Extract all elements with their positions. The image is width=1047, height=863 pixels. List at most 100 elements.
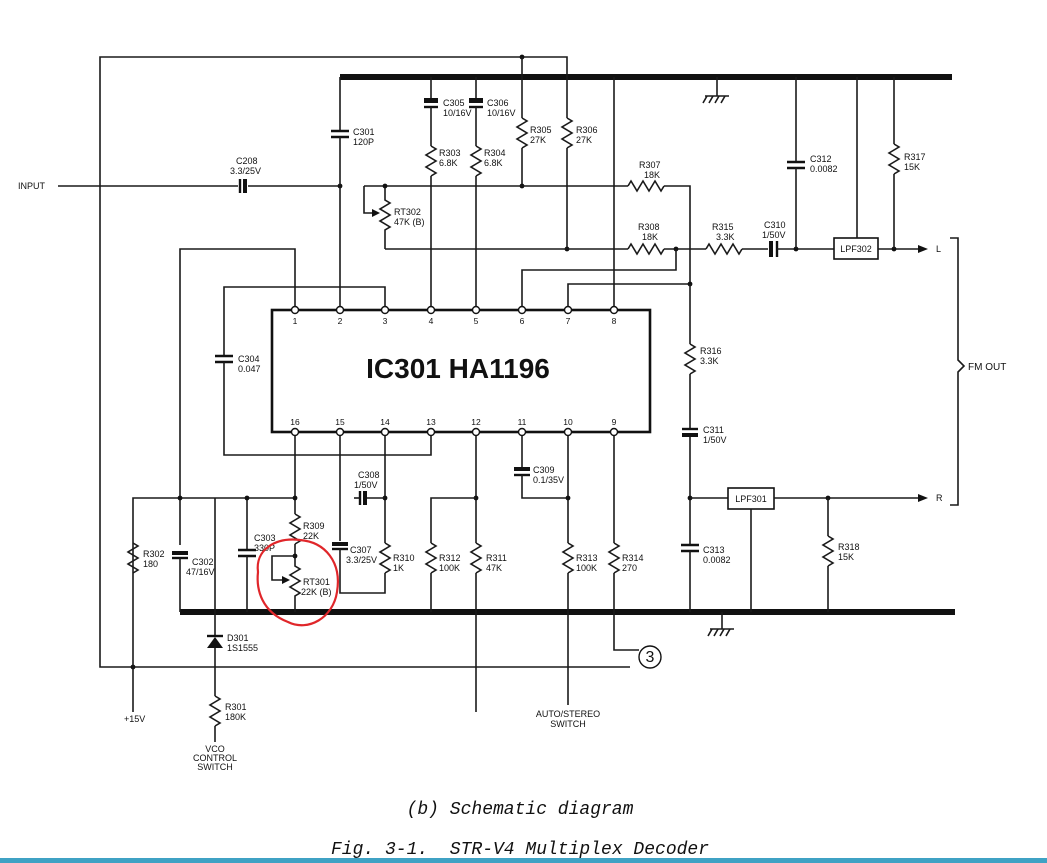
r303-ref: R303 xyxy=(439,148,461,158)
r308-ref: R308 xyxy=(638,222,660,232)
pin-3: 3 xyxy=(383,316,388,326)
fm-out-label: FM OUT xyxy=(968,362,1006,373)
rt301-trimmer xyxy=(271,553,302,612)
r316-resistor xyxy=(683,343,697,375)
pin-10: 10 xyxy=(563,417,573,427)
r310-ref: R310 xyxy=(393,553,415,563)
r303-resistor xyxy=(424,145,438,177)
r307-resistor xyxy=(627,179,665,193)
r307-ref: R307 xyxy=(639,160,661,170)
pin-11: 11 xyxy=(518,417,527,427)
pin-7: 7 xyxy=(566,316,571,326)
r311-resistor xyxy=(469,542,483,574)
c309-val: 0.1/35V xyxy=(533,475,564,485)
pin-5: 5 xyxy=(474,316,479,326)
c312-capacitor xyxy=(787,160,805,170)
c307-capacitor xyxy=(332,542,348,551)
c208-ref: C208 xyxy=(236,156,258,166)
r318-resistor xyxy=(821,535,835,567)
output-r-label: R xyxy=(936,493,943,503)
c208-val: 3.3/25V xyxy=(230,166,261,176)
r308-val: 18K xyxy=(642,232,658,242)
c308-val: 1/50V xyxy=(354,480,378,490)
plus15-label: +15V xyxy=(124,714,145,724)
d301-val: 1S1555 xyxy=(227,643,258,653)
r317-ref: R317 xyxy=(904,152,926,162)
r305-ref: R305 xyxy=(530,125,552,135)
r315-val: 3.3K xyxy=(716,232,735,242)
r313-val: 100K xyxy=(576,563,597,573)
c311-val: 1/50V xyxy=(703,435,727,445)
c309-capacitor xyxy=(514,467,530,477)
r316-ref: R316 xyxy=(700,346,722,356)
d301-diode xyxy=(207,634,223,648)
c305-capacitor xyxy=(424,98,438,109)
r309-ref: R309 xyxy=(303,521,325,531)
r316-val: 3.3K xyxy=(700,356,719,366)
c311-ref: C311 xyxy=(703,425,724,435)
c301-val: 120P xyxy=(353,137,374,147)
r311-val: 47K xyxy=(486,563,502,573)
r310-resistor xyxy=(378,542,392,574)
r313-ref: R313 xyxy=(576,553,598,563)
c305-ref: C305 xyxy=(443,98,465,108)
bottom-rule xyxy=(0,858,1047,863)
sub-caption: (b) Schematic diagram xyxy=(407,800,634,820)
c306-capacitor xyxy=(469,98,483,109)
r313-resistor xyxy=(561,542,575,574)
node-3-label: 3 xyxy=(646,649,655,666)
rt302-trimmer xyxy=(363,183,522,249)
r318-val: 15K xyxy=(838,552,854,562)
r304-resistor xyxy=(469,145,483,177)
c313-val: 0.0082 xyxy=(703,555,731,565)
c307-ref: C307 xyxy=(350,545,372,555)
c304-val: 0.047 xyxy=(238,364,261,374)
r314-resistor xyxy=(607,542,621,574)
c302-val: 47/16V xyxy=(186,567,215,577)
pin-1: 1 xyxy=(293,316,298,326)
r312-val: 100K xyxy=(439,563,460,573)
pin-13: 13 xyxy=(426,417,436,427)
c305-val: 10/16V xyxy=(443,108,472,118)
ground-symbol-top xyxy=(702,77,729,104)
output-l-label: L xyxy=(936,244,941,254)
r309-val: 22K xyxy=(303,531,319,541)
r306-val: 27K xyxy=(576,135,592,145)
r314-ref: R314 xyxy=(622,553,644,563)
r305-resistor xyxy=(515,117,529,149)
r315-ref: R315 xyxy=(712,222,734,232)
pin-16: 16 xyxy=(290,417,300,427)
ic-top-pins: 1 2 3 4 5 6 7 8 xyxy=(290,305,619,326)
c303-val: 330P xyxy=(254,543,275,553)
rt301-ref: RT301 xyxy=(303,577,330,587)
pin-15: 15 xyxy=(335,417,345,427)
r310-val: 1K xyxy=(393,563,404,573)
pin-6: 6 xyxy=(520,316,525,326)
rt302-val: 47K (B) xyxy=(394,217,425,227)
r306-ref: R306 xyxy=(576,125,598,135)
figure-caption: Fig. 3-1. STR-V4 Multiplex Decoder xyxy=(331,840,709,858)
c309-ref: C309 xyxy=(533,465,555,475)
pin-14: 14 xyxy=(380,417,390,427)
auto-stereo-label-2: SWITCH xyxy=(550,719,586,729)
highlight-circle xyxy=(256,538,339,627)
c302-capacitor xyxy=(172,551,188,560)
r304-ref: R304 xyxy=(484,148,506,158)
fm-out-bracket xyxy=(950,237,966,506)
pin-4: 4 xyxy=(429,316,434,326)
vco-label-1: VCO xyxy=(205,744,225,754)
pin-2: 2 xyxy=(338,316,343,326)
rt301-val: 22K (B) xyxy=(301,587,332,597)
rt302-ref: RT302 xyxy=(394,207,421,217)
c311-capacitor xyxy=(682,427,698,437)
r301-resistor xyxy=(208,695,222,727)
r315-resistor xyxy=(705,242,743,256)
r302-val: 180 xyxy=(143,559,158,569)
c313-ref: C313 xyxy=(703,545,725,555)
c303-ref: C303 xyxy=(254,533,276,543)
vco-label-2: CONTROL xyxy=(193,753,237,763)
r317-resistor xyxy=(887,143,901,175)
c312-ref: C312 xyxy=(810,154,832,164)
supply-loop-wire: 3 xyxy=(99,54,662,670)
